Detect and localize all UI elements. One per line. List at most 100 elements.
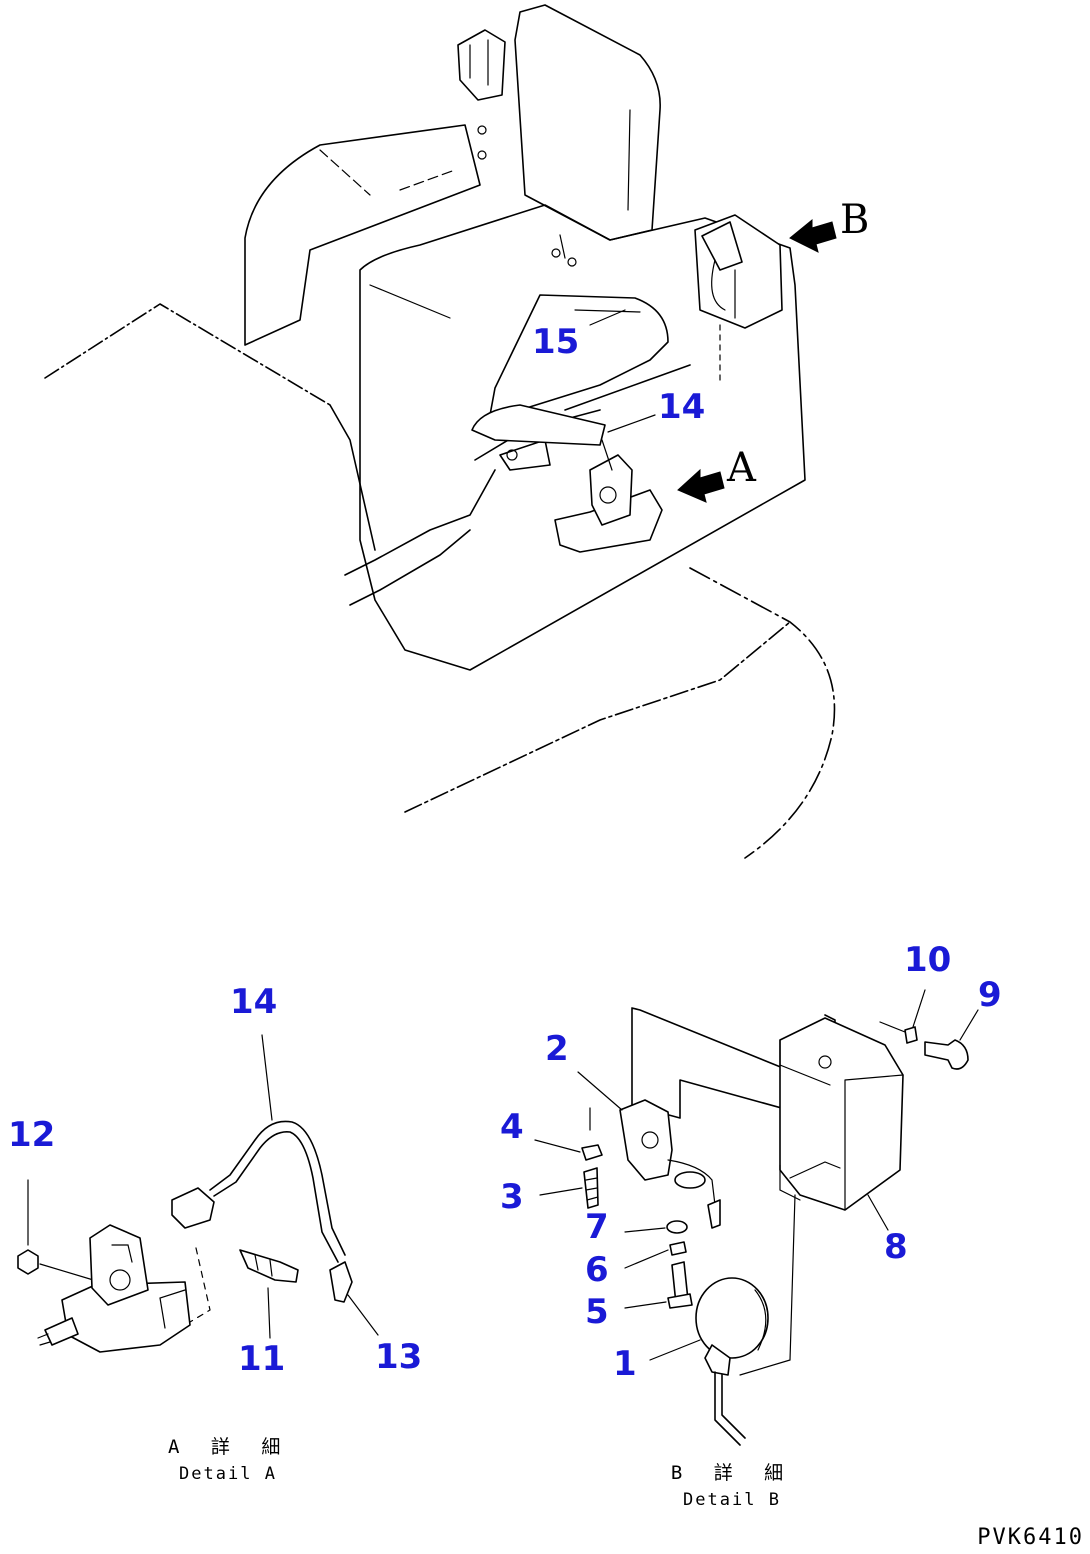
leader-12b <box>39 1263 101 1283</box>
seat-back <box>514 4 661 241</box>
callout-15: 15 <box>532 322 580 362</box>
bracket-b-flange <box>779 1164 801 1201</box>
cushion-seam <box>369 234 566 319</box>
view-letter-b: B <box>840 197 870 243</box>
switch-2 <box>619 1099 673 1181</box>
washer-6 <box>669 1241 687 1256</box>
washer-10 <box>904 1026 918 1044</box>
lamp-housing-edge <box>844 1074 904 1211</box>
lamp-1-stem <box>704 1344 731 1376</box>
switch-2-wire <box>667 1159 716 1206</box>
callout-12: 12 <box>8 1115 56 1155</box>
switch-body <box>589 454 633 526</box>
harness-14-upper <box>209 1120 346 1256</box>
console-edge <box>574 309 641 313</box>
leader-5 <box>624 1301 667 1309</box>
leader-10 <box>911 989 926 1031</box>
callout-10: 10 <box>904 940 952 980</box>
seat-back-bolt-1 <box>477 125 487 135</box>
leader-13 <box>347 1294 379 1336</box>
callout-11: 11 <box>238 1339 286 1379</box>
lamp-bracket-detail <box>711 259 736 319</box>
callout-3: 3 <box>500 1177 524 1217</box>
lamp-1-rim <box>754 1289 767 1351</box>
callout-14-detail-a: 14 <box>230 982 278 1022</box>
leader-9 <box>959 1009 979 1041</box>
callout-8: 8 <box>884 1227 908 1267</box>
leader-3 <box>539 1187 583 1196</box>
switch-knob <box>599 486 617 504</box>
switch-hole-a <box>109 1269 131 1291</box>
headrest-bracket <box>457 29 506 101</box>
detail-a-caption-en: Detail A <box>179 1463 277 1484</box>
view-arrow-a <box>677 468 725 503</box>
sensor-11-detail <box>254 1254 273 1277</box>
callout-7: 7 <box>585 1207 609 1247</box>
callout-4: 4 <box>500 1107 524 1147</box>
lamp-1-cable <box>714 1371 746 1446</box>
sensor-11 <box>239 1249 299 1283</box>
lamp-bracket-main <box>694 214 783 329</box>
main-assembly-view <box>44 4 837 859</box>
switch-plunger-a <box>44 1317 79 1346</box>
detail-b-caption-en: Detail B <box>683 1489 781 1510</box>
callout-14: 14 <box>658 387 706 427</box>
lamp-bracket-clip <box>701 221 743 271</box>
leader-8 <box>867 1194 889 1231</box>
detail-a-caption-jp: A 詳 細 <box>168 1436 291 1458</box>
screw-9 <box>924 1039 969 1070</box>
switch-2-ring <box>674 1171 706 1189</box>
bolt-5-head <box>667 1293 693 1309</box>
leader-1 <box>649 1339 701 1361</box>
leader-14 <box>607 414 656 433</box>
frame-edge-top <box>329 404 376 551</box>
callout-5: 5 <box>585 1292 609 1332</box>
callout-13: 13 <box>375 1337 423 1377</box>
switch-bracket-a <box>89 1224 149 1306</box>
headrest-detail <box>469 39 489 86</box>
view-letter-a: A <box>727 445 756 491</box>
drawing-code: PVK6410 <box>977 1525 1084 1550</box>
callout-2: 2 <box>545 1029 569 1069</box>
detail-b-view <box>534 989 979 1446</box>
leader-15 <box>589 309 626 326</box>
switch-2-plug <box>707 1199 721 1229</box>
callout-6: 6 <box>585 1250 609 1290</box>
callout-1: 1 <box>613 1344 637 1384</box>
lamp-hole <box>818 1055 832 1069</box>
leader-dash-a <box>189 1247 211 1323</box>
cushion-bolt-1 <box>551 248 561 258</box>
connector-13 <box>329 1261 353 1303</box>
cab-body-left <box>244 124 481 346</box>
lower-dash <box>404 621 791 813</box>
leader-14b <box>261 1034 273 1121</box>
switch-leader <box>601 439 613 471</box>
switch-2-knob <box>641 1131 659 1149</box>
lamp-bolt-line <box>739 1161 841 1376</box>
leader-2 <box>577 1071 623 1111</box>
lamp-bracket-tab <box>779 1039 831 1086</box>
bolt-3-thread <box>585 1177 599 1201</box>
callout-9: 9 <box>978 975 1002 1015</box>
connector-14 <box>171 1187 215 1229</box>
view-arrow-b <box>789 218 837 253</box>
floor-edge-left <box>44 303 331 406</box>
detail-b-caption: B 詳 細 Detail B <box>670 1460 794 1512</box>
leader-11 <box>267 1287 271 1339</box>
lower-arc <box>689 567 836 859</box>
seat-cushion <box>359 204 806 671</box>
harness-lower-2 <box>349 529 471 606</box>
detail-b-caption-jp: B 詳 細 <box>670 1462 794 1484</box>
cab-body-line <box>319 149 456 196</box>
seat-back-seam <box>627 109 631 211</box>
detail-a-view <box>17 1034 379 1353</box>
lamp-housing-8 <box>779 1017 904 1211</box>
leader-4 <box>534 1139 581 1153</box>
switch-bracket-detail <box>111 1244 133 1263</box>
harness-14-upper-2 <box>213 1131 339 1263</box>
work-lamp-1 <box>695 1277 769 1359</box>
detail-a-caption: A 詳 細 Detail A <box>168 1434 288 1486</box>
cushion-bolt-2 <box>567 257 577 267</box>
nut-12 <box>17 1249 39 1275</box>
